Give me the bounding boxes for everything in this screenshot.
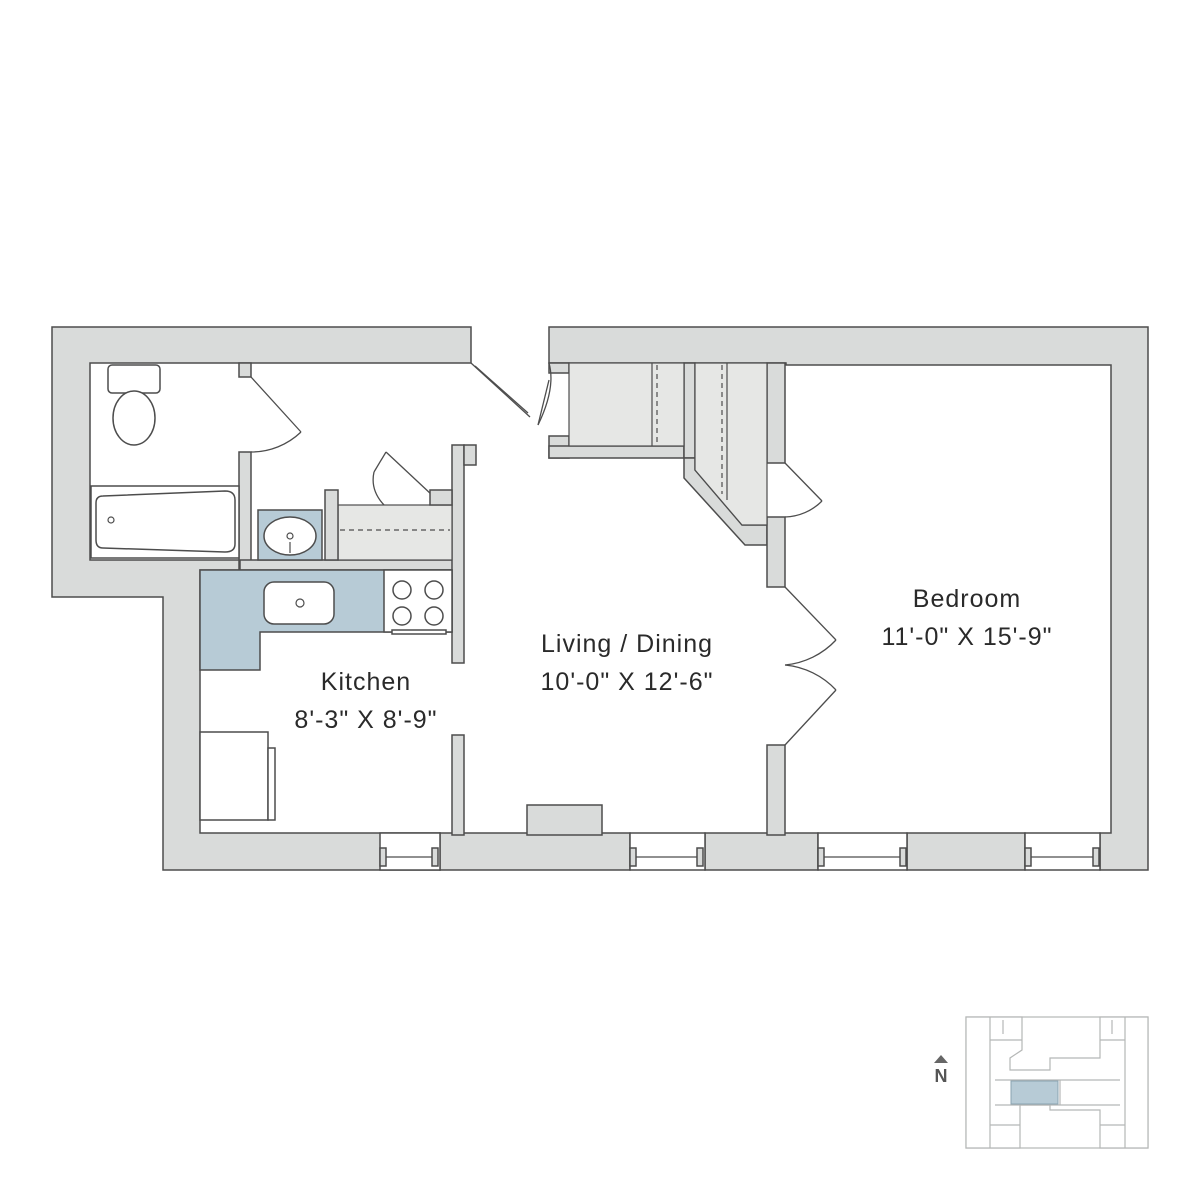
compass-letter: N	[935, 1066, 948, 1086]
wall-bottom-1	[439, 832, 631, 871]
bedroom-closet	[694, 362, 768, 526]
window-3	[817, 832, 908, 871]
walls	[51, 326, 1149, 871]
bathtub-icon	[90, 485, 240, 559]
entry-door	[470, 362, 552, 426]
wall-bath-vertical	[238, 362, 252, 378]
living-dining-dimensions: 10'-0" X 12'-6"	[541, 668, 714, 696]
refrigerator-icon	[199, 731, 276, 821]
wall-bottom-2	[704, 832, 819, 871]
windows	[379, 832, 1101, 871]
wall-bedroom-bottom	[766, 744, 786, 836]
north-arrow-icon: N	[934, 1055, 948, 1086]
window-4	[1024, 832, 1101, 871]
living-dining-name: Living / Dining	[541, 630, 713, 658]
wall-partition-bottom	[451, 734, 465, 836]
closet-door	[784, 462, 823, 518]
wall-bump	[526, 804, 603, 836]
wall-bath-vertical-2	[238, 451, 252, 571]
bathroom-door	[250, 376, 302, 453]
wall-partition-stub	[463, 444, 477, 466]
toilet-icon	[107, 364, 161, 446]
wall-closet-left	[548, 362, 570, 374]
key-plan: N	[934, 1016, 1149, 1149]
window-1	[379, 832, 441, 871]
wall-bath-bottom	[239, 559, 463, 571]
kitchen-dimensions: 8'-3" X 8'-9"	[294, 706, 437, 734]
bedroom-door	[784, 586, 837, 746]
bedroom-name: Bedroom	[913, 585, 1021, 613]
entry-closet	[568, 362, 685, 447]
wall-closet-mid	[683, 362, 696, 459]
sink-icon	[257, 509, 323, 561]
wall-bedroom-top	[766, 362, 786, 464]
stove-icon	[383, 569, 453, 635]
bedroom-dimensions: 11'-0" X 15'-9"	[881, 623, 1052, 651]
wall-closet-bottom	[548, 445, 685, 459]
wall-bedroom-mid	[766, 516, 786, 588]
kitchen-name: Kitchen	[321, 668, 411, 696]
unit-highlight	[1010, 1080, 1059, 1105]
window-2	[629, 832, 706, 871]
wall-partition-top	[451, 444, 465, 664]
wall-bottom-3	[906, 832, 1026, 871]
laundry-closet	[324, 451, 453, 561]
